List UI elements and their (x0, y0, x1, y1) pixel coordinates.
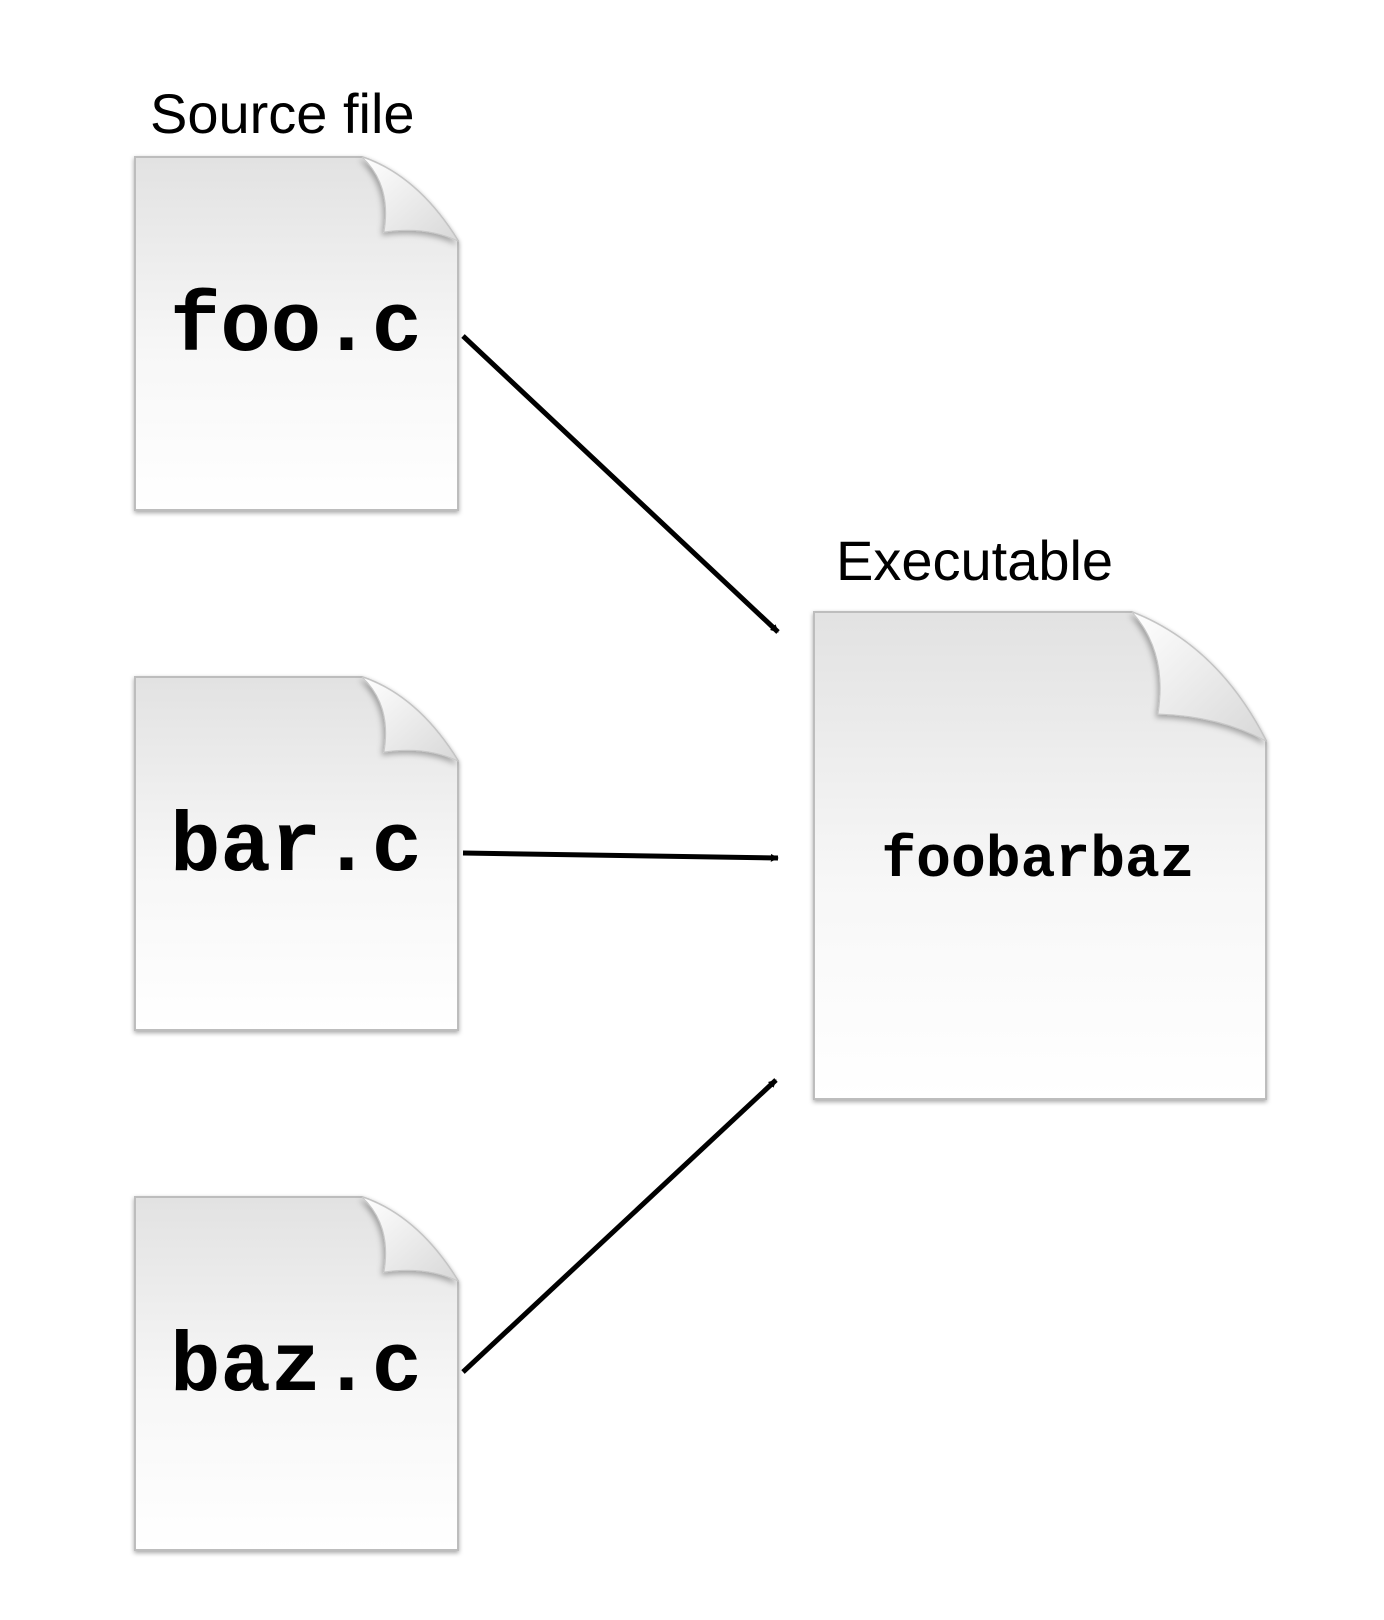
document-page-icon (134, 676, 460, 1031)
executable-file: foobarbaz (813, 611, 1268, 1100)
source-file-label: Source file (150, 82, 415, 145)
document-page-icon (813, 611, 1268, 1100)
source-file-foo: foo.c (134, 156, 460, 511)
source-file-baz: baz.c (134, 1196, 460, 1551)
document-page-icon (134, 156, 460, 511)
arrow-bar-to-executable (462, 850, 779, 862)
source-file-name: baz.c (170, 1321, 422, 1416)
arrow-baz-to-executable (461, 1078, 778, 1374)
arrow-foo-to-executable (461, 334, 780, 634)
executable-file-name: foobarbaz (881, 829, 1194, 894)
source-file-name: foo.c (170, 281, 422, 376)
executable-label: Executable (836, 529, 1113, 592)
arrow-icon (461, 334, 780, 1374)
source-file-name: bar.c (170, 801, 422, 896)
source-file-bar: bar.c (134, 676, 460, 1031)
document-page-icon (134, 1196, 460, 1551)
